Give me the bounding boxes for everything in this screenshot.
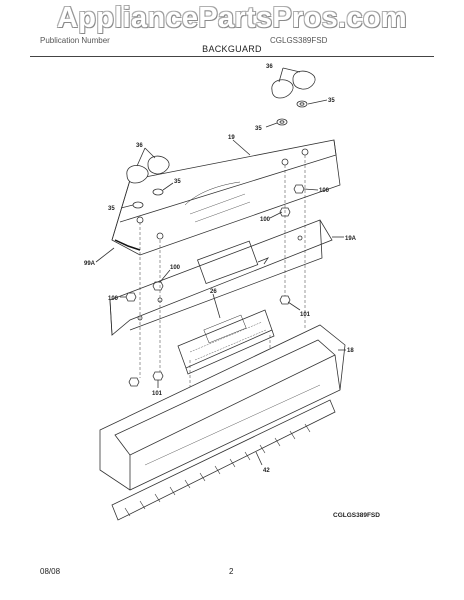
control-board-display [203,314,247,344]
leader-35-right [307,99,328,105]
callout-100-mid: 100 [260,217,271,223]
screw-100-right [293,184,305,194]
backguard-logo-lines [189,193,251,223]
leader-19 [232,139,251,156]
leader-100-left-a [159,269,171,283]
grommet-top-left [276,118,288,126]
footer-page-number: 2 [229,567,234,576]
leader-35-top-left [265,122,278,128]
leader-36-b [282,67,301,73]
page-title: BACKGUARD [202,44,262,54]
leader-36-left-b [144,147,156,159]
callout-99a: 99A [84,261,96,267]
callout-26: 26 [210,289,217,295]
backguard-panel-19-edge [111,139,337,241]
leader-42 [255,451,263,466]
control-board-26-edge [185,329,275,375]
footer-date: 08/08 [40,567,61,576]
leader-26 [212,293,221,319]
callout-35-top-right: 35 [328,98,335,104]
publication-label: Publication Number [40,36,110,45]
callout-100-left-b: 100 [108,296,119,302]
leader-36-a [278,67,284,83]
screw-101-left-b [128,377,140,387]
leader-101-right [287,301,301,311]
grommet-left-upper [152,188,164,196]
callout-101-right: 101 [300,312,311,318]
callout-101-left: 101 [152,391,163,397]
grommet-top-left-hole [279,120,285,124]
housing-ridge [144,384,321,466]
leader-35-left-b [120,204,134,209]
knob-cap-left-2 [147,155,170,175]
alignment-lines [139,155,306,420]
callout-35-left-a: 35 [174,179,181,185]
backguard-logo-area [184,181,241,206]
bracket-arrow-mark [257,257,270,265]
model-label: CGLGS389FSD [270,36,328,45]
vent-grille-42 [111,399,336,521]
knob-cap-top-2 [292,70,316,90]
vent-slots [124,423,311,517]
leader-35-left-a [162,182,174,191]
watermark-logo: AppliancePartsPros.com [57,2,407,34]
grommet-top-right [296,100,308,108]
screw-100-mid [279,207,291,217]
callout-42: 42 [263,468,270,474]
screw-101-right [279,295,291,305]
callout-18: 18 [347,348,354,354]
callout-100-left-a: 100 [170,265,181,271]
screw-101-left [152,371,164,381]
header-divider [30,56,434,57]
callout-35-top-left: 35 [255,126,262,132]
knob-cap-left-1 [126,165,149,184]
callout-100-right: 100 [319,188,330,194]
callout-19: 19 [228,135,235,141]
control-window-cutout [197,240,259,284]
control-bracket-19a-edge [109,219,323,336]
panel-hole-3 [156,232,164,240]
callout-35-left-b: 35 [108,206,115,212]
control-board-traces [189,321,267,361]
knob-cap-top-1 [271,79,294,99]
callout-36-top: 36 [266,64,273,70]
leader-36-left-a [136,147,146,167]
leader-100-right [303,188,319,191]
callout-36-left: 36 [136,143,143,149]
strip-99a [114,239,141,251]
bracket-hole-1 [297,235,303,241]
diagram-model-code: CGLGS389FSD [333,512,380,519]
grommet-top-right-hole [299,102,305,106]
screw-100-left-a [152,281,164,291]
leader-99a [95,247,115,263]
backguard-housing-18-edge [129,354,341,490]
leader-100-mid [269,211,283,219]
callout-19a: 19A [345,236,357,242]
